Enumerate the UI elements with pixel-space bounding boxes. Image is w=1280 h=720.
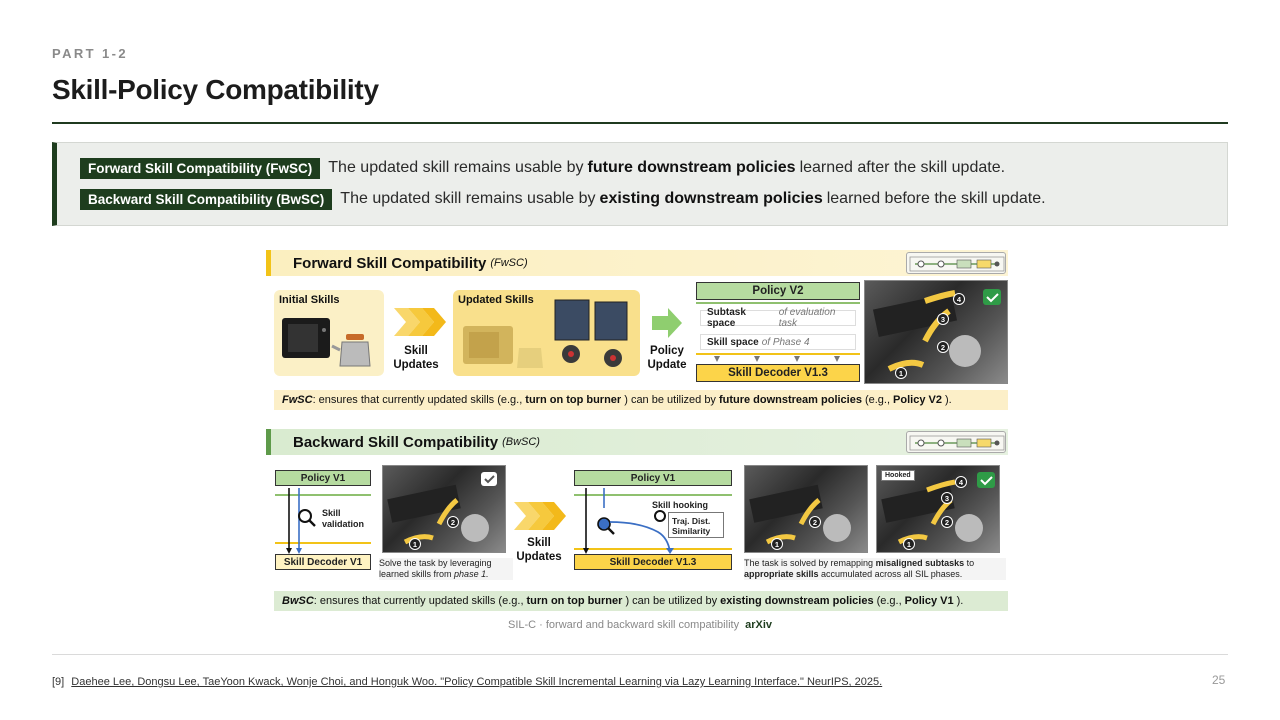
page-number: 25	[1212, 673, 1226, 687]
reference-link[interactable]: Daehee Lee, Dongsu Lee, TaeYoon Kwack, W…	[71, 676, 883, 688]
down-arrows-icon	[696, 353, 860, 362]
updated-objects-icon	[463, 299, 628, 368]
bwsc-def-pre: The updated skill remains usable by	[340, 190, 596, 207]
bwsc-caption: BwSC : ensures that currently updated sk…	[274, 591, 1008, 611]
skill-decoder-v13-bar: Skill Decoder V1.3	[696, 364, 860, 382]
definitions-box: Forward Skill Compatibility (FwSC) The u…	[52, 142, 1228, 226]
fwsc-figure-header: Forward Skill Compatibility (FwSC)	[266, 250, 1008, 276]
validation-arrows-icon	[286, 488, 316, 554]
policy-v1-left-stack: Policy V1 Skill validation Skill Decoder…	[275, 470, 371, 574]
bwsc-left-caption: Solve the task by leveraging learned ski…	[379, 558, 513, 580]
figure-source: arXiv	[745, 619, 772, 631]
fwsc-header-title: Forward Skill Compatibility	[293, 254, 487, 272]
kitchen-scene-left-image: 1 2	[382, 465, 506, 553]
figure-caption: SIL-C · forward and backward skill compa…	[507, 619, 772, 631]
policy-update-label: Policy Update	[647, 345, 687, 371]
page-title: Skill-Policy Compatibility	[52, 74, 379, 105]
fwsc-def-post: learned after the skill update.	[799, 159, 1006, 176]
bwsc-skill-updates-label: Skill Updates	[516, 537, 562, 563]
initial-skills-panel: Initial Skills	[274, 290, 384, 376]
fwsc-def-bold: future downstream policies	[587, 159, 796, 176]
policy-update-arrow-icon	[652, 308, 682, 338]
fwsc-skill-updates-label: Skill Updates	[393, 345, 439, 371]
skill-validation-label: Skill validation	[322, 508, 365, 529]
reference-number: [9]	[52, 676, 65, 688]
bwsc-right-caption: The task is solved by remapping misalign…	[744, 558, 1006, 580]
microwave-kettle-icon	[282, 318, 371, 367]
skill-decoder-v13-right-bar: Skill Decoder V1.3	[574, 554, 732, 570]
skill-decoder-v1-bar: Skill Decoder V1	[275, 554, 371, 570]
fwsc-tag: Forward Skill Compatibility (FwSC)	[80, 157, 321, 179]
section-kicker: PART 1-2	[52, 46, 129, 61]
policy-v1-left-bar: Policy V1	[275, 470, 371, 486]
fwsc-definition: Forward Skill Compatibility (FwSC) The u…	[80, 157, 1005, 179]
reference: [9] Daehee Lee, Dongsu Lee, TaeYoon Kwac…	[52, 676, 882, 688]
title-divider	[52, 122, 1228, 124]
bwsc-definition: Backward Skill Compatibility (BwSC) The …	[80, 188, 1046, 210]
footer-divider	[52, 654, 1228, 655]
kitchen-scene-image: 1 2 3 4	[864, 280, 1008, 384]
initial-skills-label: Initial Skills	[279, 294, 340, 306]
hooking-arrows-icon	[583, 488, 674, 554]
policy-v2-bar: Policy V2	[696, 282, 860, 300]
skill-update-arrow-icon	[394, 308, 446, 336]
pipeline-thumbnail-icon	[906, 252, 1006, 274]
fwsc-def-pre: The updated skill remains usable by	[328, 159, 584, 176]
pipeline-thumbnail-icon	[906, 431, 1006, 453]
compatibility-figure: Forward Skill Compatibility (FwSC) Initi…	[266, 248, 1010, 612]
policy-v1-right-bar: Policy V1	[574, 470, 732, 486]
updated-skills-label: Updated Skills	[458, 294, 534, 306]
bwsc-def-post: learned before the skill update.	[826, 190, 1046, 207]
bwsc-tag: Backward Skill Compatibility (BwSC)	[80, 188, 333, 210]
hooked-label: Hooked	[881, 470, 915, 481]
policy-v1-right-stack: Policy V1 Skill hooking Traj. Dist. Simi…	[574, 470, 732, 574]
bwsc-figure-header: Backward Skill Compatibility (BwSC)	[266, 429, 1008, 455]
kitchen-scene-right-image: Hooked 1 2 3 4	[876, 465, 1000, 553]
bwsc-header-abbr: (BwSC)	[502, 436, 540, 448]
kitchen-scene-mid-image: 1 2	[744, 465, 868, 553]
fwsc-caption: FwSC : ensures that currently updated sk…	[274, 390, 1008, 410]
bwsc-header-title: Backward Skill Compatibility	[293, 433, 499, 451]
bwsc-skill-update-arrow-icon	[514, 502, 566, 530]
bwsc-def-bold: existing downstream policies	[599, 190, 823, 207]
fwsc-header-abbr: (FwSC)	[490, 257, 528, 269]
updated-skills-panel: Updated Skills	[453, 290, 640, 376]
skill-hooking-label: Skill hooking	[652, 500, 709, 510]
traj-dist-box: Traj. Dist. Similarity	[668, 512, 724, 538]
